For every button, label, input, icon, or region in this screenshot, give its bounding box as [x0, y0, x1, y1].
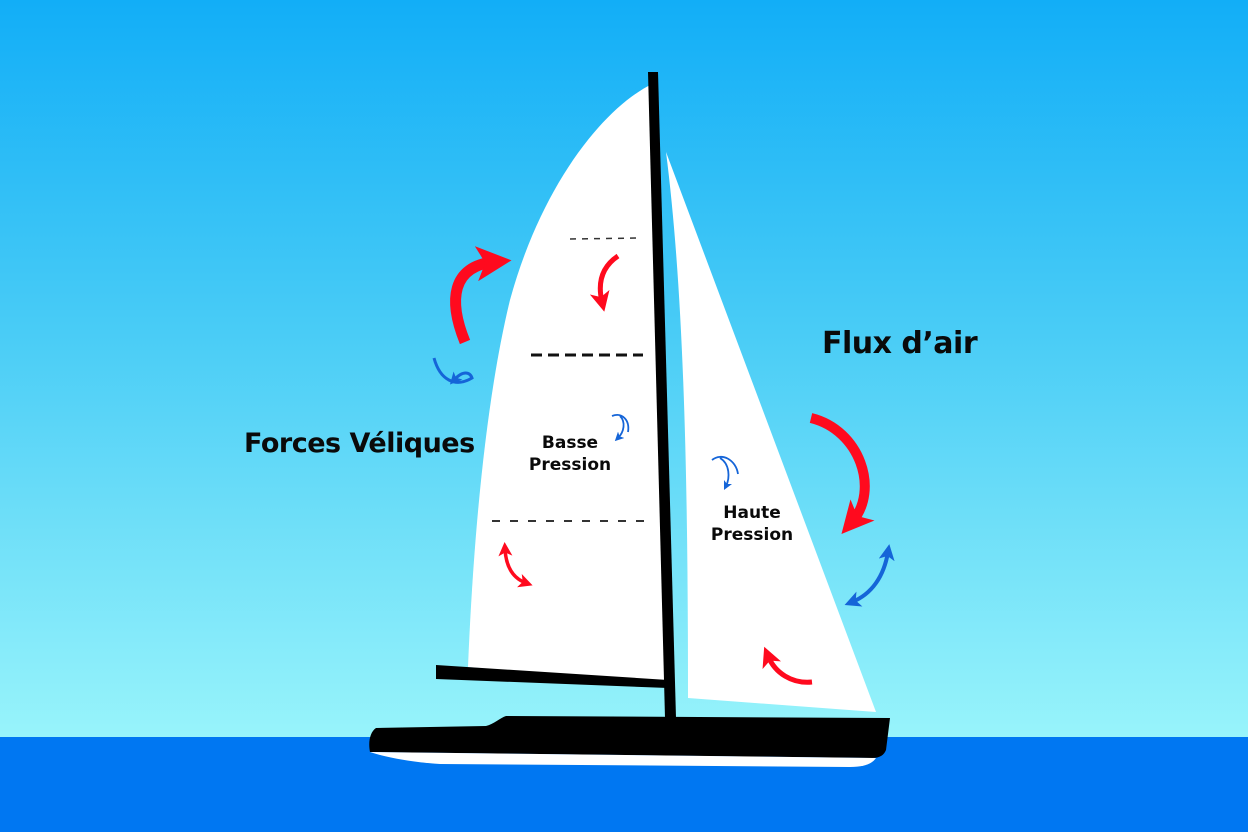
- vortex-arrow-left: [432, 357, 474, 385]
- jib-sail: [666, 152, 876, 712]
- high-pressure-line2: Pression: [710, 525, 794, 545]
- low-pressure-line2: Pression: [528, 455, 612, 475]
- flow-arrow-mainsail-top: [589, 253, 620, 312]
- hull-deck: [369, 716, 890, 758]
- boom: [436, 665, 668, 688]
- sail-forces-label: Forces Véliques: [244, 428, 475, 459]
- hull-bottom: [370, 752, 876, 767]
- high-pressure-line1: Haute: [723, 503, 781, 523]
- low-pressure-label: Basse Pression: [524, 432, 616, 476]
- mast: [648, 72, 676, 718]
- flow-arrow-mainsail-bottom: [498, 542, 533, 588]
- flow-arrow-right-blue: [844, 544, 895, 607]
- flow-arrow-right-large: [809, 413, 875, 535]
- flow-arrow-jib-bottom: [762, 646, 813, 685]
- mainsail: [468, 84, 668, 684]
- low-pressure-line1: Basse: [541, 433, 599, 453]
- high-pressure-label: Haute Pression: [706, 502, 798, 546]
- flow-arrow-upper-left: [450, 246, 512, 345]
- vortex-arrow-basse-pression: [612, 414, 630, 438]
- air-flow-label: Flux d’air: [822, 326, 978, 361]
- vortex-arrow-haute-pression: [711, 455, 739, 486]
